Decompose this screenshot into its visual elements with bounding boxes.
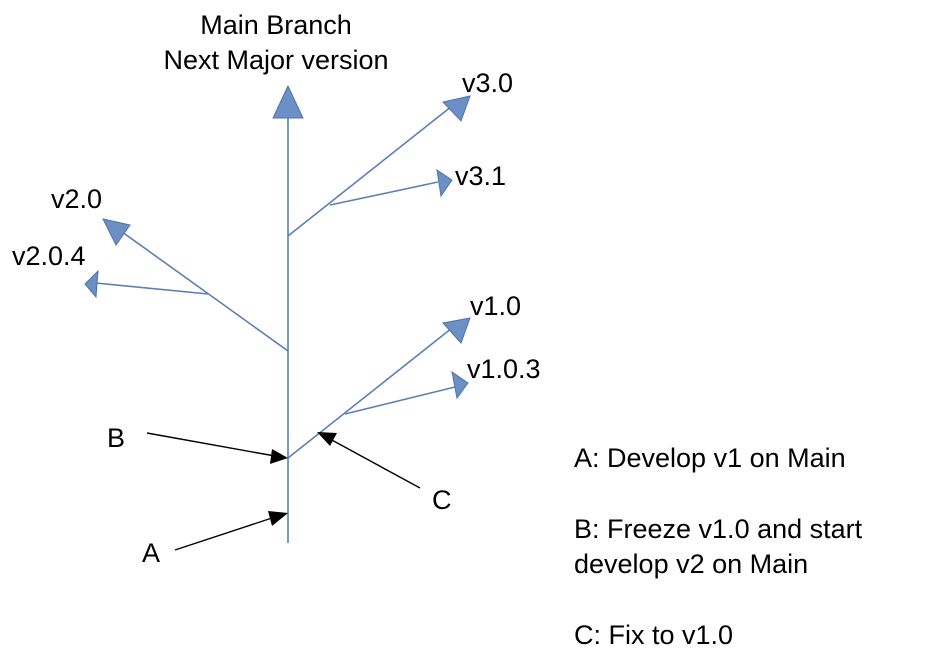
label-v2-0-4: v2.0.4 (12, 241, 86, 271)
v3-1-branch-line (329, 181, 439, 206)
v3-branch-line (287, 105, 453, 237)
pointer-b-line (146, 432, 276, 457)
legend-a: A: Develop v1 on Main (574, 443, 846, 473)
title-main-branch: Main Branch (200, 10, 352, 40)
label-v1-0: v1.0 (470, 291, 522, 321)
legend-b-line1: B: Freeze v1.0 and start (574, 514, 863, 544)
pointer-b-arrowhead (270, 449, 288, 464)
v2-0-4-branch-line (95, 282, 209, 295)
label-v3-0: v3.0 (462, 68, 514, 98)
label-v3-1: v3.1 (455, 161, 507, 191)
pointer-a-arrowhead (268, 511, 288, 526)
v2-0-arrowhead (102, 218, 131, 246)
v1-0-3-arrowhead (451, 370, 469, 400)
legend-c: C: Fix to v1.0 (574, 620, 734, 650)
v1-branch-line (287, 327, 453, 459)
marker-a: A (142, 538, 161, 568)
v2-0-4-arrowhead (84, 269, 99, 299)
title-next-major-version: Next Major version (163, 45, 389, 75)
v3-1-arrowhead (436, 168, 453, 198)
marker-b: B (107, 423, 126, 453)
main-branch-arrowhead (272, 84, 304, 119)
v2-branch-line (117, 228, 289, 352)
pointer-c-arrowhead (317, 432, 337, 446)
v1-0-arrowhead (442, 317, 471, 344)
marker-c: C (432, 485, 452, 515)
legend-b-line2: develop v2 on Main (574, 549, 809, 579)
pointer-c-line (329, 438, 421, 489)
label-v2-0: v2.0 (51, 184, 103, 214)
v3-0-arrowhead (442, 95, 471, 122)
label-v1-0-3: v1.0.3 (467, 354, 541, 384)
v1-0-3-branch-line (344, 386, 456, 415)
pointer-a-line (174, 516, 276, 551)
